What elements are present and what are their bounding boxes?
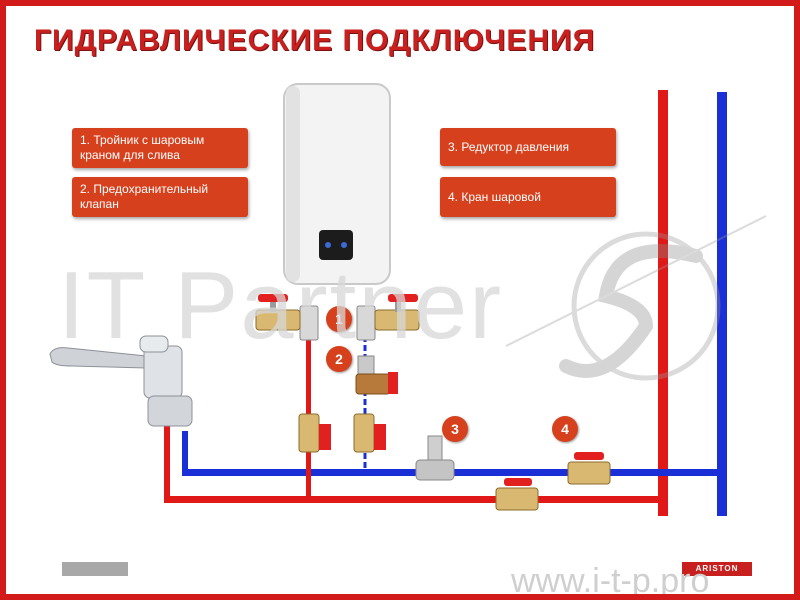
ball-valve-hot-drop [298, 413, 331, 453]
faucet-hot-riser [164, 426, 170, 502]
water-heater [283, 83, 391, 285]
diagram-title: ГИДРАВЛИЧЕСКИЕ ПОДКЛЮЧЕНИЯ [34, 24, 596, 57]
hot-main-riser [658, 90, 668, 516]
watermark-text: IT Partner [58, 252, 504, 359]
badge-2: 2 [326, 346, 352, 372]
ball-valve-cold-line [567, 452, 611, 485]
safety-valve [355, 355, 398, 395]
callout-pressure-reducer: 3. Редуктор давления [440, 128, 616, 166]
hot-supply-line [164, 496, 668, 503]
ball-valve-hot-line [495, 478, 539, 511]
badge-3: 3 [442, 416, 468, 442]
pressure-reducer [415, 435, 455, 481]
ball-valve-cold-drop [353, 413, 386, 453]
callout-tee-valve: 1. Тройник с шаровым краном для слива [72, 128, 248, 168]
tee-ball-valve-cold [356, 294, 420, 341]
watermark-url: www.i-t-p.pro [511, 562, 710, 600]
pipework-diagram [49, 83, 767, 516]
heater-control-panel [319, 230, 353, 260]
tee-ball-valve-hot [255, 294, 319, 341]
faucet-cold-riser [182, 431, 188, 476]
brand-logo: ARISTON [682, 562, 752, 576]
mixer-faucet [49, 335, 193, 427]
badge-4: 4 [552, 416, 578, 442]
badge-1: 1 [326, 306, 352, 332]
footer-gray-bar [62, 562, 128, 576]
callout-ball-valve: 4. Кран шаровой [440, 177, 616, 217]
watermark-logo [505, 215, 767, 381]
cold-main-riser [717, 92, 727, 516]
callout-safety-valve: 2. Предохранительный клапан [72, 177, 248, 217]
